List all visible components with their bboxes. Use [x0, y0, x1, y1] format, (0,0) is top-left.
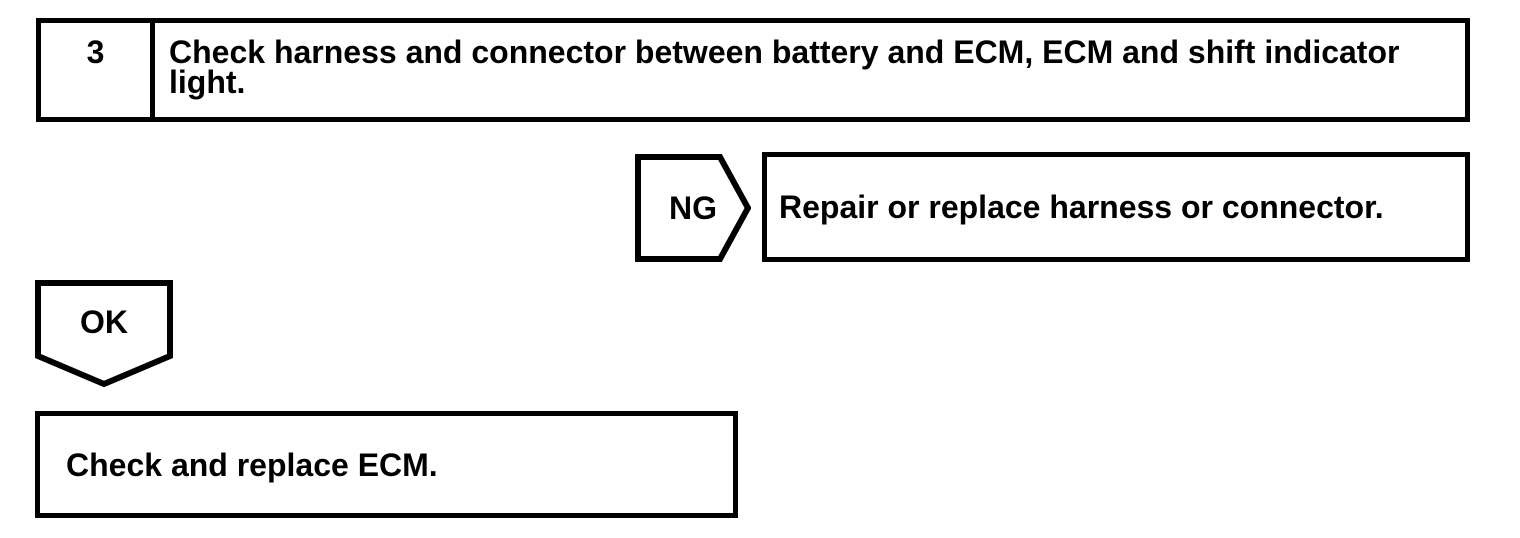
step-number: 3 — [41, 23, 155, 117]
ng-arrow-icon — [635, 154, 751, 262]
ng-label: NG — [669, 190, 717, 226]
ng-connector: NG — [635, 154, 751, 262]
ok-action-text: Check and replace ECM. — [66, 446, 438, 483]
step-instruction: Check harness and connector between batt… — [169, 34, 1400, 100]
ng-action-text: Repair or replace harness or connector. — [779, 189, 1384, 225]
ok-label: OK — [80, 304, 128, 340]
ok-action-box: Check and replace ECM. — [35, 411, 738, 518]
step-box: 3 Check harness and connector between ba… — [36, 18, 1470, 122]
ok-connector: OK — [35, 280, 173, 388]
ng-action-box: Repair or replace harness or connector. — [762, 152, 1470, 262]
ok-arrow-icon — [35, 280, 173, 388]
